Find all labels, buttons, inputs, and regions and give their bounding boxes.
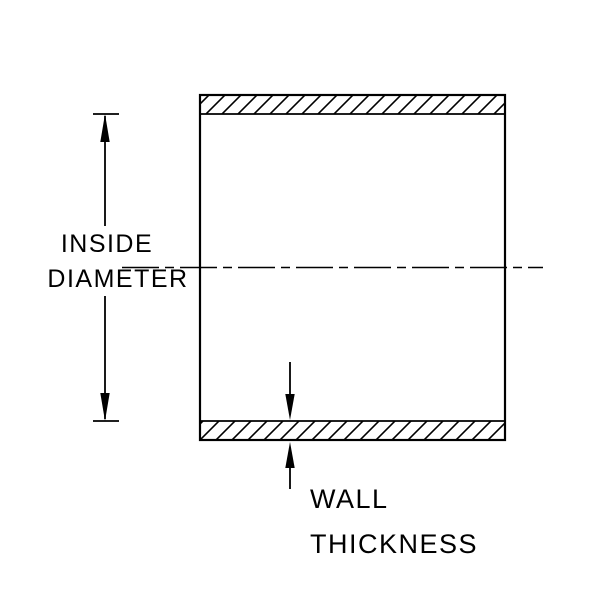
wall-thickness-label-line1: WALL: [310, 484, 389, 514]
wall-arrow-down-icon: [285, 394, 295, 420]
inside-diameter-label-line2: DIAMETER: [47, 265, 188, 293]
dimension-arrow-down-icon: [100, 393, 110, 421]
top-wall-hatch: [200, 95, 505, 114]
wall-thickness-label-line2: THICKNESS: [310, 529, 478, 559]
bottom-wall-hatch: [200, 421, 505, 440]
inside-diameter-label-line1: INSIDE: [61, 230, 153, 258]
wall-arrow-up-icon: [285, 442, 295, 468]
dimension-arrow-up-icon: [100, 114, 110, 142]
